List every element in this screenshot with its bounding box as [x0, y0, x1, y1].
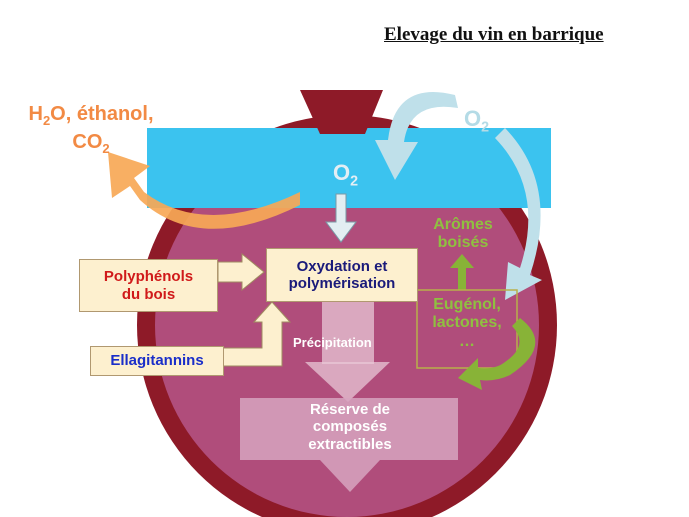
precipitation-arrow-head: [305, 362, 390, 402]
reserve-line-2: composés: [312, 418, 388, 436]
polyphenols-line-1: Polyphénols: [103, 268, 194, 286]
polyphenols-line-2: du bois: [121, 285, 176, 303]
diagram-title: Elevage du vin en barrique: [384, 24, 604, 45]
eugenol-cycle-arrow: [458, 318, 536, 390]
polyphenols-arrow: [217, 252, 265, 292]
eugenol-line-3: …: [459, 332, 475, 350]
reserve-line-1: Réserve de: [309, 401, 391, 418]
reserve-box-bg: [240, 398, 458, 460]
bung-hole: [300, 90, 383, 134]
products-label: H2O, éthanol, CO2: [28, 103, 154, 156]
products-out-arrow: [108, 152, 300, 229]
oxygen-down-arrow: [325, 193, 357, 243]
oxidation-line-1: Oxydation et: [296, 257, 388, 275]
reserve-line-3: extractibles: [308, 435, 392, 453]
eugenol-line-1: Eugénol,: [433, 296, 501, 313]
oxygen-outside-label: O2: [464, 106, 490, 136]
precipitation-arrow-shaft: [322, 300, 374, 364]
reserve-label: Réserve de composés extractibles: [280, 401, 420, 453]
eugenol-label: Eugénol, lactones, …: [417, 296, 517, 351]
aromas-line-1: Arômes: [433, 216, 493, 233]
oxygen-inside-label: O2: [333, 160, 359, 190]
ellagitannins-arrow: [221, 301, 292, 367]
polyphenols-box: Polyphénols du bois: [79, 259, 218, 312]
ellagitannins-box: Ellagitannins: [90, 346, 224, 376]
oxygen-entry-arrow: [375, 92, 458, 180]
aromas-label: Arômes boisés: [425, 216, 501, 253]
eugenol-line-2: lactones,: [432, 314, 502, 332]
aromas-up-arrow: [450, 254, 474, 290]
oxygen-side-arrow: [495, 128, 542, 300]
oxidation-box: Oxydation et polymérisation: [266, 248, 418, 302]
aromas-line-2: boisés: [437, 234, 489, 252]
precipitation-label: Précipitation: [293, 335, 372, 350]
ellagitannins-label: Ellagitannins: [110, 352, 204, 370]
oxidation-line-2: polymérisation: [288, 275, 396, 292]
barrel-wood-band: [147, 128, 551, 208]
